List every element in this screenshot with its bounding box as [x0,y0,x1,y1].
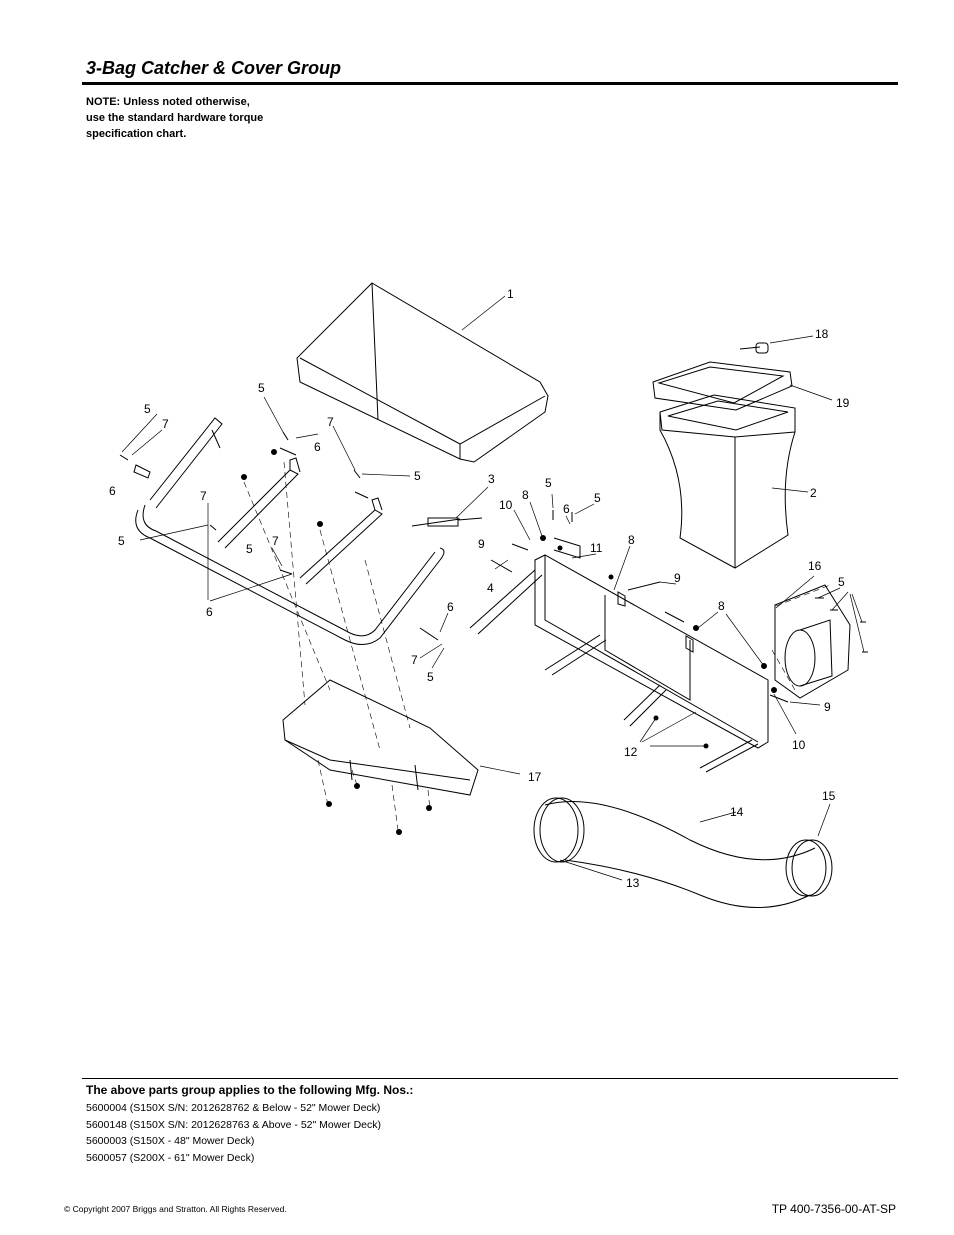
callout-7: 7 [327,415,334,429]
note-line: use the standard hardware torque [86,112,264,124]
callout-6: 6 [206,605,213,619]
assembly-lines [243,461,831,831]
applies-heading: The above parts group applies to the fol… [86,1083,414,1097]
callout-5: 5 [144,402,151,416]
callout-5: 5 [594,491,601,505]
bag-frame-part [652,346,793,411]
callout-10: 10 [499,498,513,512]
callout-2: 2 [810,486,817,500]
callout-10: 10 [792,738,806,752]
callout-7: 7 [272,534,279,548]
callout-14: 14 [730,805,744,819]
callout-9: 9 [674,571,681,585]
callout-numbers: 1 18 19 2 3 5 7 5 7 6 5 6 7 5 5 7 6 10 8… [109,287,850,890]
document-number: TP 400-7356-00-AT-SP [771,1202,896,1216]
callout-3: 3 [488,472,495,486]
bag-part [659,394,796,569]
callout-5: 5 [258,381,265,395]
callout-5: 5 [118,534,125,548]
callout-6: 6 [563,502,570,516]
callout-5: 5 [427,670,434,684]
callout-5: 5 [838,575,845,589]
callout-1: 1 [507,287,514,301]
callout-6: 6 [447,600,454,614]
note-line: specification chart. [86,128,187,140]
callout-9: 9 [824,700,831,714]
copyright-notice: © Copyright 2007 Briggs and Stratton. Al… [64,1204,287,1214]
callout-5: 5 [246,542,253,556]
deflector-part [282,679,479,796]
callout-8: 8 [718,599,725,613]
handle-part [755,342,769,354]
callout-7: 7 [411,653,418,667]
chute-mount-part [469,554,769,773]
mfg-number-item: 5600148 (S150X S/N: 2012628763 & Above -… [86,1118,381,1131]
callout-8: 8 [628,533,635,547]
callout-7: 7 [162,417,169,431]
callout-17: 17 [528,770,542,784]
callout-5: 5 [414,469,421,483]
callout-5: 5 [545,476,552,490]
callout-6: 6 [109,484,116,498]
callout-9: 9 [478,537,485,551]
callout-6: 6 [314,440,321,454]
callout-11: 11 [590,541,603,555]
title-rule [82,82,898,85]
callout-15: 15 [822,789,836,803]
footer-rule [82,1078,898,1079]
leader-lines [121,295,865,881]
callout-4: 4 [487,581,494,595]
callout-12: 12 [624,745,638,759]
callout-18: 18 [815,327,829,341]
cover-part [296,282,549,463]
gas-strut-part [411,517,483,527]
note-line: NOTE: Unless noted otherwise, [86,96,250,108]
chute-adapter-part [774,584,851,699]
callout-13: 13 [626,876,640,890]
mfg-number-item: 5600057 (S200X - 61" Mower Deck) [86,1151,255,1164]
callout-7: 7 [200,489,207,503]
callout-16: 16 [808,559,822,573]
callout-19: 19 [836,396,850,410]
mfg-number-item: 5600004 (S150X S/N: 2012628762 & Below -… [86,1102,381,1114]
callout-8: 8 [522,488,529,502]
hose-part [533,797,833,908]
mfg-number-list: 5600004 (S150X S/N: 2012628762 & Below -… [86,1100,381,1166]
torque-note: NOTE: Unless noted otherwise, use the st… [86,94,263,142]
page-title: 3-Bag Catcher & Cover Group [86,58,342,78]
mfg-number-item: 5600003 (S150X - 48" Mower Deck) [86,1135,255,1147]
hardware-part [119,431,868,703]
